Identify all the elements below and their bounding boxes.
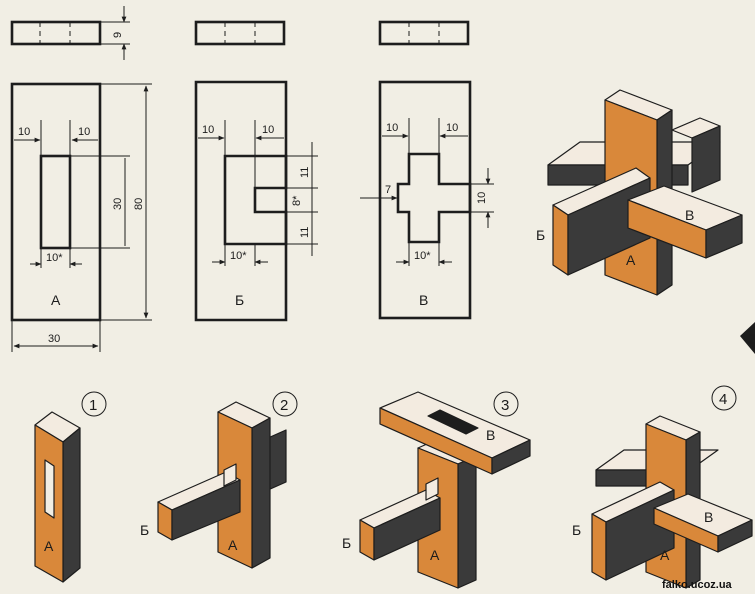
assembly-label-a: А	[626, 252, 636, 268]
step-1-label-a: А	[44, 538, 54, 554]
dim-a-height: 80	[133, 198, 145, 210]
svg-text:3: 3	[748, 331, 755, 348]
dim-b-slot: 10*	[230, 250, 247, 262]
drawing-a-label: А	[51, 292, 61, 308]
step-4-number: 4	[719, 391, 727, 408]
step-2-label-a: А	[228, 537, 238, 553]
step-3-badge	[493, 391, 519, 417]
dim-b-right: 10	[262, 124, 274, 136]
dim-v-right: 10	[446, 122, 458, 134]
step-3-label-v: В	[486, 427, 495, 443]
dim-a-inner: 30	[112, 198, 124, 210]
step-4-badge	[711, 385, 737, 411]
drawing-v-label: В	[419, 292, 428, 308]
dim-v-left: 10	[386, 122, 398, 134]
dim-a-thickness: 9	[112, 32, 124, 38]
dim-a-width: 30	[48, 333, 60, 345]
dim-a-right: 10	[78, 126, 90, 138]
dim-v-height: 10	[476, 192, 488, 204]
dim-a-left: 10	[18, 126, 30, 138]
step-2-badge	[272, 391, 298, 417]
drawing-part-b: 10 10 11 8* 11 10* Б	[194, 20, 318, 322]
step-2: 2 Б А	[140, 391, 298, 569]
drawing-part-v: 10 10 7 10 10* В	[360, 20, 494, 320]
dim-a-slot: 10*	[46, 252, 63, 264]
step-2-label-b: Б	[140, 522, 149, 538]
step-4-label-v: В	[704, 509, 713, 525]
assembled-puzzle	[547, 89, 743, 296]
dim-b-left: 10	[202, 124, 214, 136]
step-4: 4 Б А В	[572, 385, 753, 589]
dim-v-notch: 7	[385, 184, 391, 196]
step-2-number: 2	[280, 397, 288, 414]
step-1-number: 1	[89, 397, 97, 414]
watermark: falko.ucoz.ua	[662, 579, 733, 591]
drawing-part-a: 9 10 10 30 10* 80 30 А	[10, 6, 152, 352]
dim-b-mid: 8*	[291, 195, 303, 206]
drawing-b-label: Б	[235, 292, 244, 308]
step-3: 3 Б А В	[342, 391, 531, 589]
page-marker: 3	[740, 322, 755, 354]
step-4-label-a: А	[660, 547, 670, 563]
step-3-number: 3	[501, 397, 509, 414]
step-1-badge	[81, 391, 107, 417]
dim-b-top: 11	[299, 167, 311, 178]
dim-b-bottom: 11	[299, 227, 311, 238]
step-1: 1 А	[34, 391, 107, 583]
step-3-label-a: А	[430, 547, 440, 563]
assembly-label-v: В	[685, 207, 694, 223]
dim-v-slot: 10*	[414, 250, 431, 262]
step-3-label-b: Б	[342, 535, 351, 551]
step-4-label-b: Б	[572, 522, 581, 538]
assembly-label-b: Б	[536, 227, 545, 243]
